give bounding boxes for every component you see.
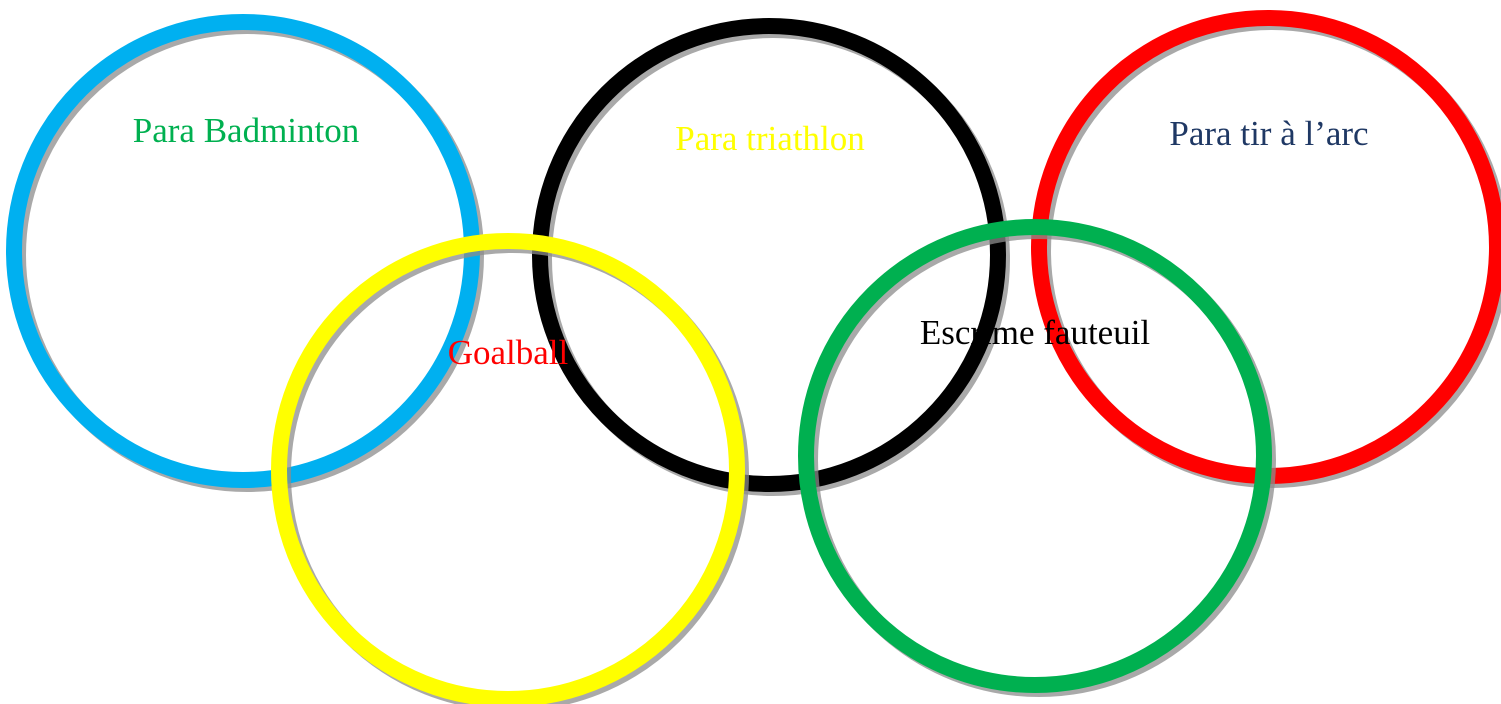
ring-blue (6, 14, 484, 492)
ring-blue-circle (6, 14, 480, 488)
label-para-badminton: Para Badminton (133, 111, 360, 150)
label-para-triathlon: Para triathlon (675, 119, 865, 158)
ring-black-circle (532, 18, 1006, 492)
ring-black (532, 18, 1010, 496)
ring-green (798, 219, 1276, 697)
label-escrime-fauteuil: Escrime fauteuil (920, 313, 1151, 352)
ring-yellow (271, 233, 749, 704)
ring-green-circle (798, 219, 1272, 693)
label-goalball: Goalball (448, 333, 569, 372)
label-para-tir-a-l-arc: Para tir à l’arc (1169, 114, 1368, 153)
ring-yellow-circle (271, 233, 745, 704)
